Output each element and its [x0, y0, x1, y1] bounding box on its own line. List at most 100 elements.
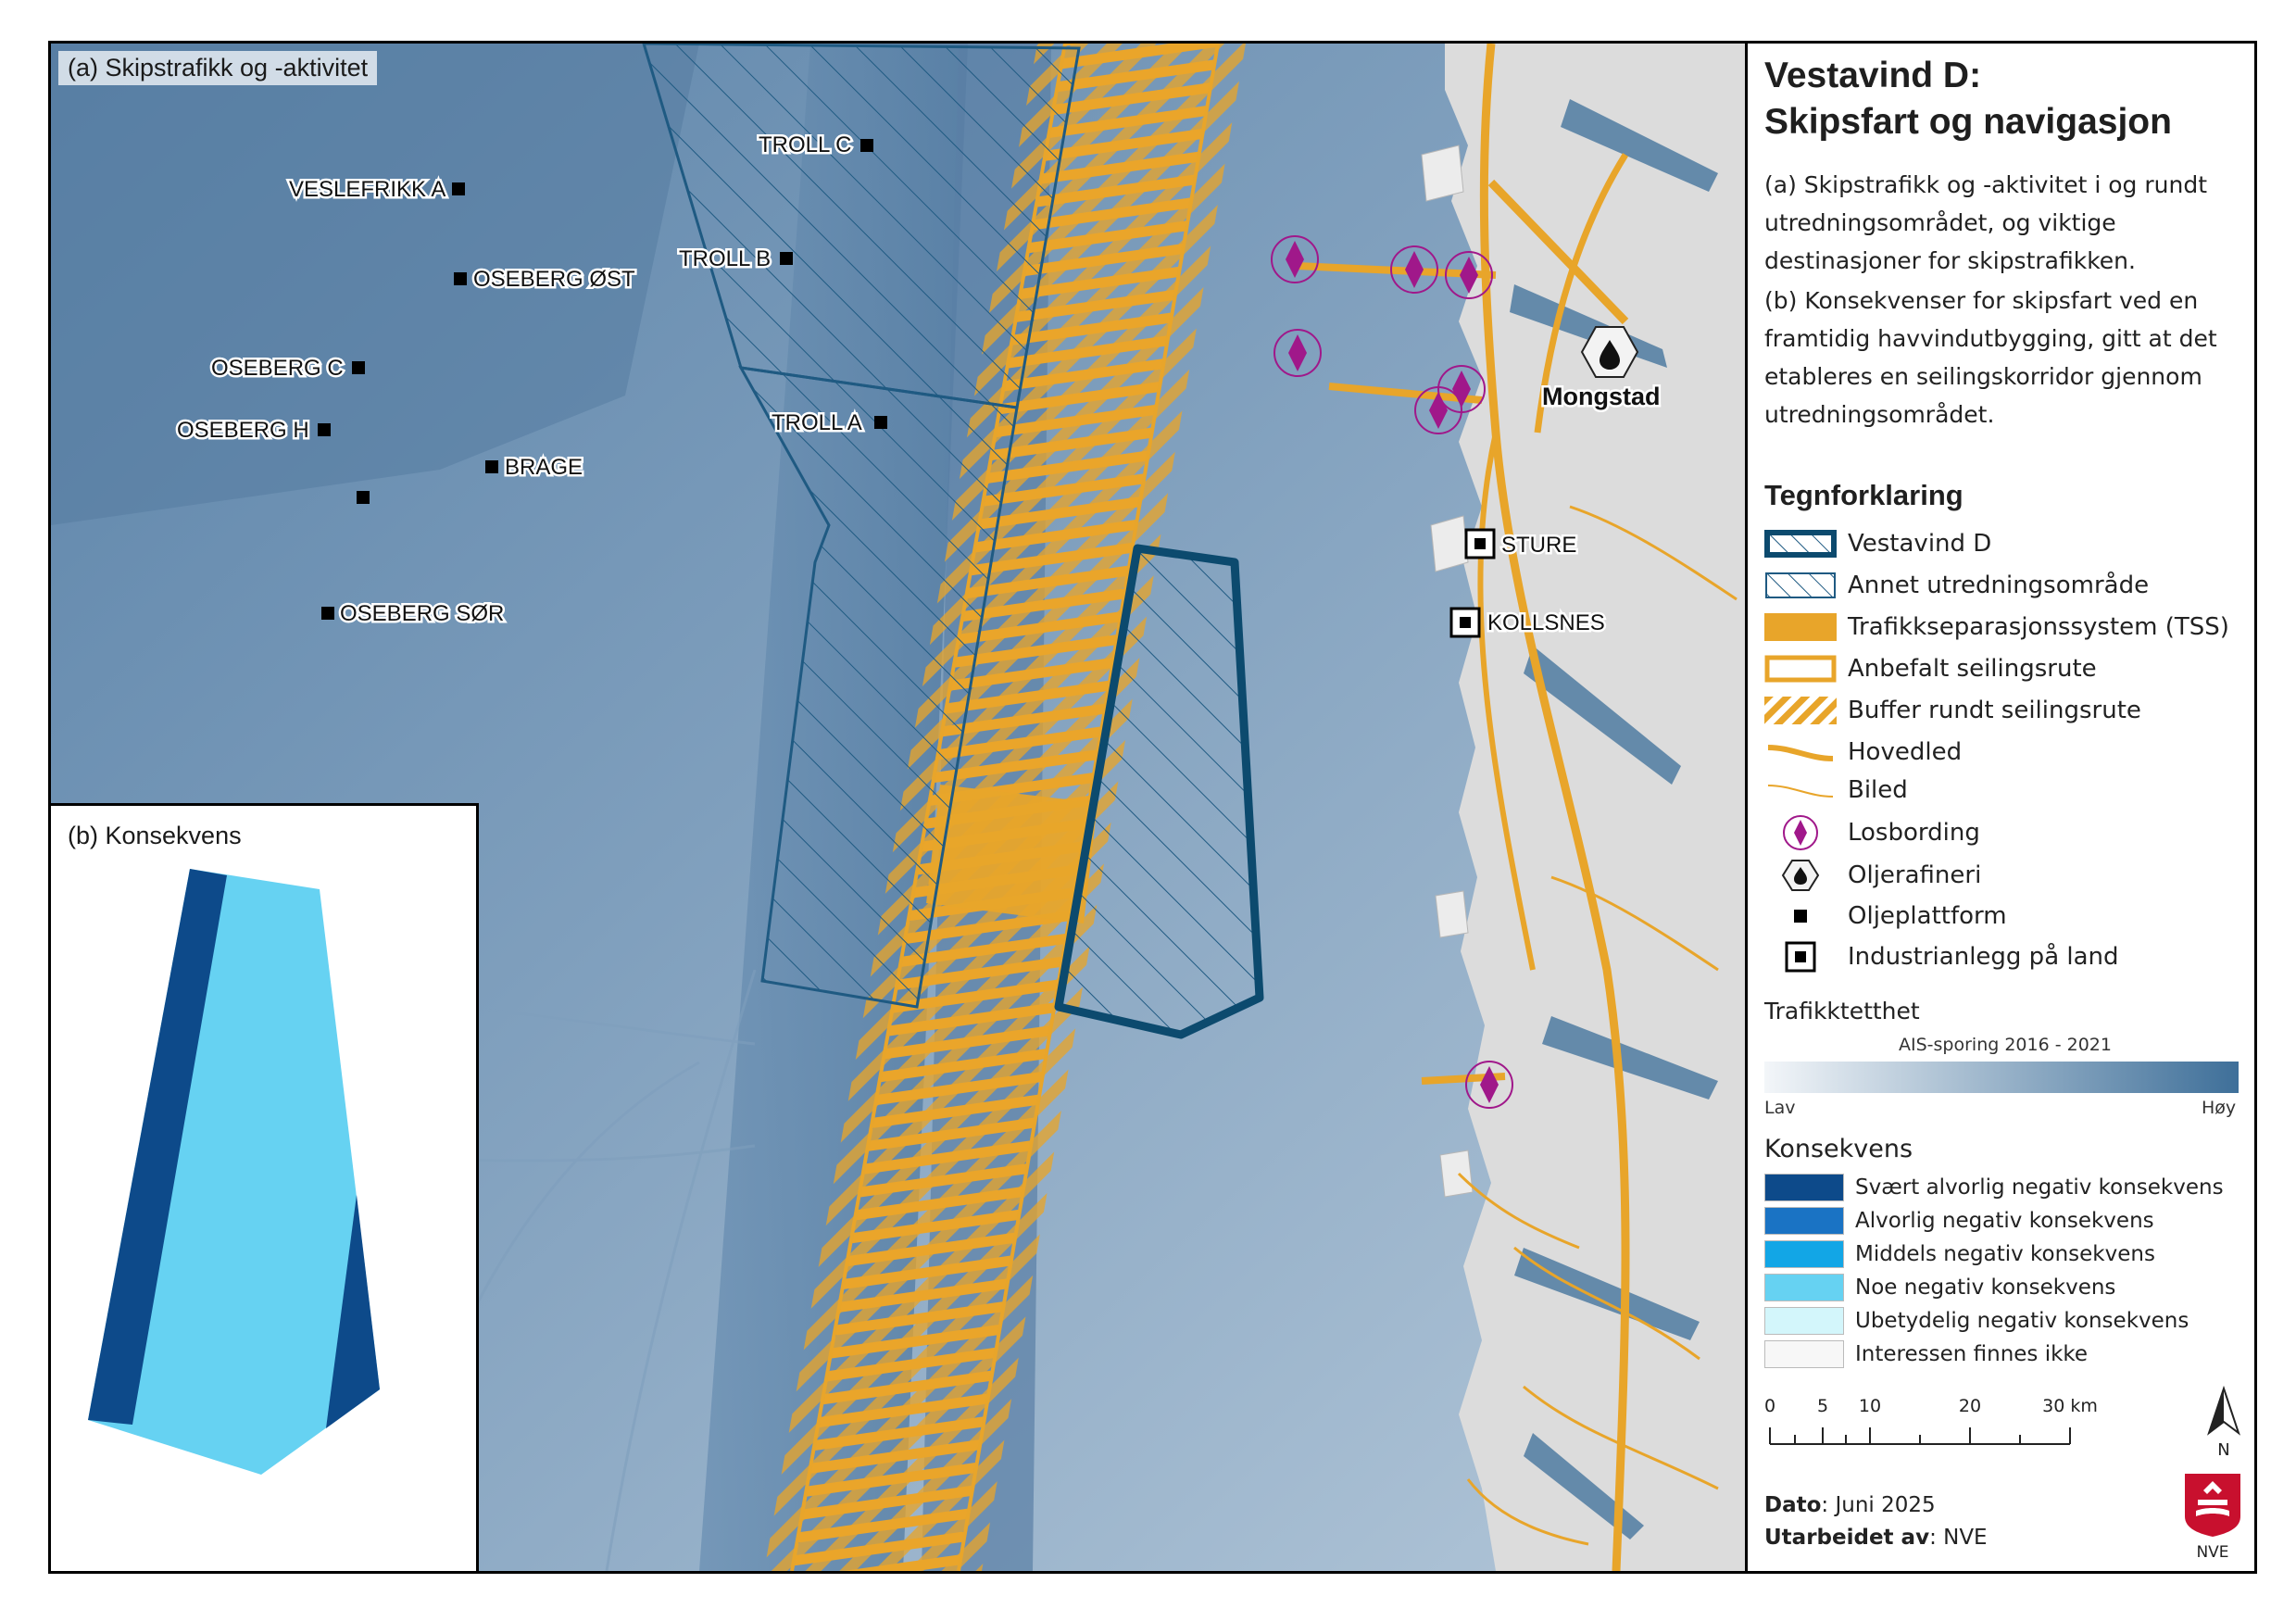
oil-refinery-legend-icon: [1764, 860, 1837, 891]
panel-a-label: (a) Skipstrafikk og -aktivitet: [58, 51, 378, 85]
label-oseberg-h: OSEBERG H: [177, 418, 309, 443]
legend-row-tss: Trafikkseparasjonssystem (TSS): [1764, 610, 2229, 644]
date-line: Dato: Juni 2025: [1764, 1493, 1936, 1517]
biled-lanes: [1457, 505, 1738, 1546]
consequence-swatch: [1764, 1274, 1844, 1301]
label-troll-a: TROLL A: [772, 410, 862, 435]
consequence-label: Interessen finnes ikke: [1855, 1342, 2089, 1366]
scale-tick-label: 5: [1817, 1396, 1828, 1416]
label-oseberg-ost: OSEBERG ØST: [473, 267, 635, 292]
legend-label: Biled: [1848, 776, 1908, 804]
label-kollsnes: KOLLSNES: [1487, 610, 1605, 635]
annet-utredningsomrade-south: [738, 366, 1019, 1009]
legend-row-route: Anbefalt seilingsrute: [1764, 652, 2097, 685]
oil-platforms: [318, 139, 887, 620]
density-subtitle: AIS-sporing 2016 - 2021: [1899, 1035, 2112, 1055]
consequence-inset-panel: (b) Konsekvens: [51, 803, 479, 1571]
consequence-label: Middels negativ konsekvens: [1855, 1242, 2155, 1266]
legend-row-oljeplattform: Oljeplattform: [1764, 899, 2007, 933]
legend-label: Oljeplattform: [1848, 902, 2007, 930]
consequence-label: Svært alvorlig negativ konsekvens: [1855, 1175, 2224, 1200]
legend-panel: Vestavind D: Skipsfart og navigasjon (a)…: [1745, 44, 2254, 1571]
consequence-row: Ubetydelig negativ konsekvens: [1764, 1306, 2189, 1336]
label-oseberg-sor: OSEBERG SØR: [340, 601, 504, 626]
author-label: Utarbeidet av: [1764, 1526, 1930, 1550]
density-title: Trafikktetthet: [1764, 998, 1920, 1024]
losbording-icon: [1465, 1061, 1513, 1109]
consequence-row: Middels negativ konsekvens: [1764, 1239, 2155, 1269]
scale-tick-label: 30 km: [2042, 1396, 2098, 1416]
scale-tick-label: 20: [1959, 1396, 1981, 1416]
annet-swatch: [1764, 571, 1837, 600]
consequence-title: Konsekvens: [1764, 1135, 1913, 1163]
consequence-swatch: [1764, 1207, 1844, 1235]
platform-oseberg-h: [318, 423, 331, 436]
date-label: Dato: [1764, 1493, 1822, 1517]
consequence-area-severe-west: [88, 869, 227, 1425]
tss-swatch: [1764, 612, 1837, 642]
route-swatch: [1764, 654, 1837, 684]
density-high-label: Høy: [2202, 1098, 2237, 1118]
vestavind-swatch: [1764, 529, 1837, 559]
consequence-row: Interessen finnes ikke: [1764, 1339, 2088, 1369]
legend-row-industri: Industrianlegg på land: [1764, 940, 2119, 974]
platform-oseberg-sor: [321, 607, 334, 620]
legend-row-hovedled: Hovedled: [1764, 735, 1962, 769]
north-label: N: [2217, 1440, 2229, 1459]
label-troll-c: TROLL C: [759, 132, 851, 157]
losbording-icon: [1390, 245, 1438, 294]
consequence-swatch: [1764, 1307, 1844, 1335]
consequence-swatch: [1764, 1240, 1844, 1268]
legend-row-oljerafineri: Oljerafineri: [1764, 859, 1981, 892]
legend-label: Losbording: [1848, 819, 1980, 847]
author-value: : NVE: [1929, 1526, 1988, 1550]
nve-logo-text: NVE: [2196, 1543, 2229, 1562]
label-troll-b: TROLL B: [679, 246, 771, 271]
consequence-row: Alvorlig negativ konsekvens: [1764, 1206, 2154, 1236]
map-frame: TROLL C VESLEFRIKK A TROLL B OSEBERG ØST…: [48, 41, 2257, 1574]
legend-label: Trafikkseparasjonssystem (TSS): [1848, 613, 2229, 641]
platform-troll-a: [874, 416, 887, 429]
land-coast: [1445, 44, 1745, 1571]
map-title: Vestavind D: Skipsfart og navigasjon: [1764, 53, 2238, 145]
industrial-facility-kollsnes-icon: [1449, 607, 1481, 638]
scale-tick-label: 10: [1859, 1396, 1881, 1416]
consequence-row: Svært alvorlig negativ konsekvens: [1764, 1173, 2224, 1202]
title-line-1: Vestavind D:: [1764, 56, 1982, 95]
legend-label: Industrianlegg på land: [1848, 943, 2119, 971]
losbording-markers: [1271, 235, 1513, 1109]
traffic-density-north: [51, 44, 699, 525]
consequence-swatch: [1764, 1174, 1844, 1201]
legend-label: Anbefalt seilingsrute: [1848, 655, 2097, 683]
platform-unnamed: [357, 491, 370, 504]
vestavind-d-area: [1054, 544, 1264, 1039]
consequence-row: Noe negativ konsekvens: [1764, 1273, 2115, 1302]
label-sture: STURE: [1501, 533, 1576, 558]
legend-label: Vestavind D: [1848, 530, 1992, 558]
date-value: : Juni 2025: [1821, 1493, 1936, 1517]
consequence-area-moderate: [88, 869, 380, 1475]
label-mongstad: Mongstad: [1542, 383, 1661, 410]
legend-label: Oljerafineri: [1848, 861, 1982, 889]
losbording-icon: [1273, 329, 1322, 377]
author-line: Utarbeidet av: NVE: [1764, 1526, 1988, 1550]
platform-troll-c: [860, 139, 873, 152]
biled-swatch: [1764, 775, 1837, 805]
consequence-area-severe-east: [326, 1195, 380, 1428]
legend-label: Annet utredningsområde: [1848, 572, 2150, 599]
losbording-icon: [1414, 386, 1462, 434]
losbording-icon: [1445, 251, 1493, 299]
scale-bar: 0 5 10 20 30 km: [1764, 1396, 2098, 1445]
legend-row-losbording: Losbording: [1764, 815, 1980, 850]
legend-label: Hovedled: [1848, 738, 1963, 766]
losbording-legend-icon: [1764, 815, 1837, 850]
platform-brage: [485, 460, 498, 473]
consequence-label: Alvorlig negativ konsekvens: [1855, 1209, 2154, 1233]
industrial-facility-sture-icon: [1464, 528, 1496, 559]
legend-row-vestavind: Vestavind D: [1764, 527, 1991, 560]
platform-veslefrikk-a: [452, 182, 465, 195]
consequence-label: Ubetydelig negativ konsekvens: [1855, 1309, 2189, 1333]
legend-row-buffer: Buffer rundt seilingsrute: [1764, 694, 2141, 727]
buffer-swatch: [1764, 696, 1837, 725]
consequence-label: Noe negativ konsekvens: [1855, 1275, 2116, 1300]
